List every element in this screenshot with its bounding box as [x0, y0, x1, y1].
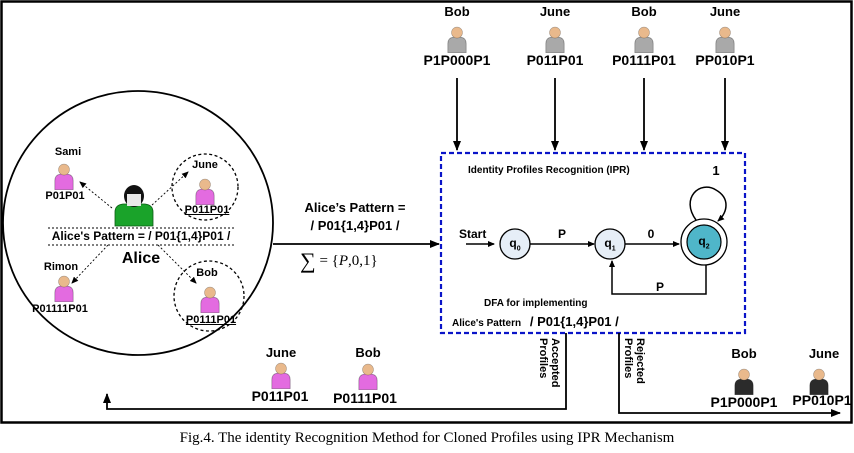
incoming-name-1: Bob	[444, 4, 470, 19]
link-alice-sami	[79, 181, 113, 209]
rejected-profile-2: PP010P1	[792, 392, 852, 408]
link-alice-bob	[157, 244, 197, 284]
rejected-arrow	[618, 333, 841, 417]
incoming-name-3: Bob	[631, 4, 657, 19]
accepted-arrow	[103, 333, 567, 410]
figure-frame	[0, 0, 853, 424]
state-q0-label: q0	[509, 236, 521, 253]
accepted-name-1: June	[265, 345, 297, 360]
start-label: Start	[459, 227, 487, 241]
input-pattern-line1: Alice’s Pattern =	[304, 200, 406, 215]
incoming-profile-3: P0111P01	[612, 52, 676, 68]
incoming-name-4: June	[709, 4, 741, 19]
sigma-symbol: ∑	[300, 248, 316, 273]
avatar-bob	[200, 286, 220, 313]
alice-name: Alice	[121, 250, 161, 267]
friend-name-rimon: Rimon	[43, 261, 79, 273]
ipr-footer-line1: DFA for implementing	[484, 298, 588, 309]
incoming-profile-1: P1P000P1	[423, 52, 491, 68]
avatar-june	[195, 178, 215, 205]
rejected-name-2: June	[808, 346, 840, 361]
input-pattern-line2: / P01{1,4}P01 /	[310, 218, 400, 233]
rejected-profile-1: P1P000P1	[710, 394, 778, 410]
figure-caption: Fig.4. The identity Recognition Method f…	[179, 430, 675, 446]
friend-name-bob: Bob	[196, 267, 218, 279]
link-alice-june	[151, 171, 189, 206]
accepted-name-2: Bob	[355, 345, 381, 360]
incoming-name-2: June	[539, 4, 571, 19]
transition-label-q0-q1: P	[557, 227, 567, 241]
avatar-rejected-bob	[734, 368, 754, 395]
ipr-title: Identity Profiles Recognition (IPR)	[468, 165, 630, 176]
friend-profile-bob: P0111P01	[185, 314, 237, 326]
friend-name-sami: Sami	[54, 146, 82, 158]
ipr-footer-line2: Alice's Pattern / P01{1,4}P01 /	[452, 314, 619, 329]
alphabet-definition: ∑ = {P,0,1}	[300, 248, 378, 273]
state-q2	[686, 224, 722, 260]
friend-profile-june: P011P01	[184, 204, 230, 216]
avatar-incoming-2	[545, 26, 565, 53]
avatar-incoming-1	[447, 26, 467, 53]
alice-network-circle	[2, 90, 274, 356]
alice-avatar	[114, 185, 154, 227]
friend-profile-sami: P01P01	[45, 190, 85, 202]
link-alice-rimon	[71, 244, 109, 284]
avatar-sami	[54, 163, 74, 190]
avatar-accepted-june	[271, 362, 291, 389]
incoming-profile-4: PP010P1	[695, 52, 755, 68]
accepted-profile-1: P011P01	[251, 388, 309, 404]
state-q1-label: q1	[604, 236, 616, 253]
rejected-name-1: Bob	[731, 346, 757, 361]
friend-name-june: June	[192, 159, 218, 171]
flag-circle-june	[171, 153, 239, 221]
accepted-profile-2: P0111P01	[333, 390, 397, 406]
avatar-incoming-3	[634, 26, 654, 53]
transition-q2-q2	[689, 186, 727, 222]
state-q2-label: q2	[698, 234, 710, 251]
alice-pattern-label: Alice's Pattern = / P01{1,4}P01 /	[51, 229, 231, 243]
avatar-rimon	[54, 275, 74, 302]
transition-label-q2-q2: 1	[712, 163, 720, 178]
ipr-box	[439, 151, 747, 335]
avatar-accepted-bob	[358, 363, 378, 390]
transition-label-q1-q2: 0	[647, 227, 655, 241]
transition-label-q2-q1: P	[655, 280, 665, 294]
avatar-rejected-june	[809, 368, 829, 395]
incoming-profile-2: P011P01	[526, 52, 584, 68]
flag-circle-bob	[173, 260, 245, 332]
friend-profile-rimon: P01111P01	[32, 303, 88, 315]
transition-q2-q1	[609, 260, 707, 295]
avatar-incoming-4	[715, 26, 735, 53]
